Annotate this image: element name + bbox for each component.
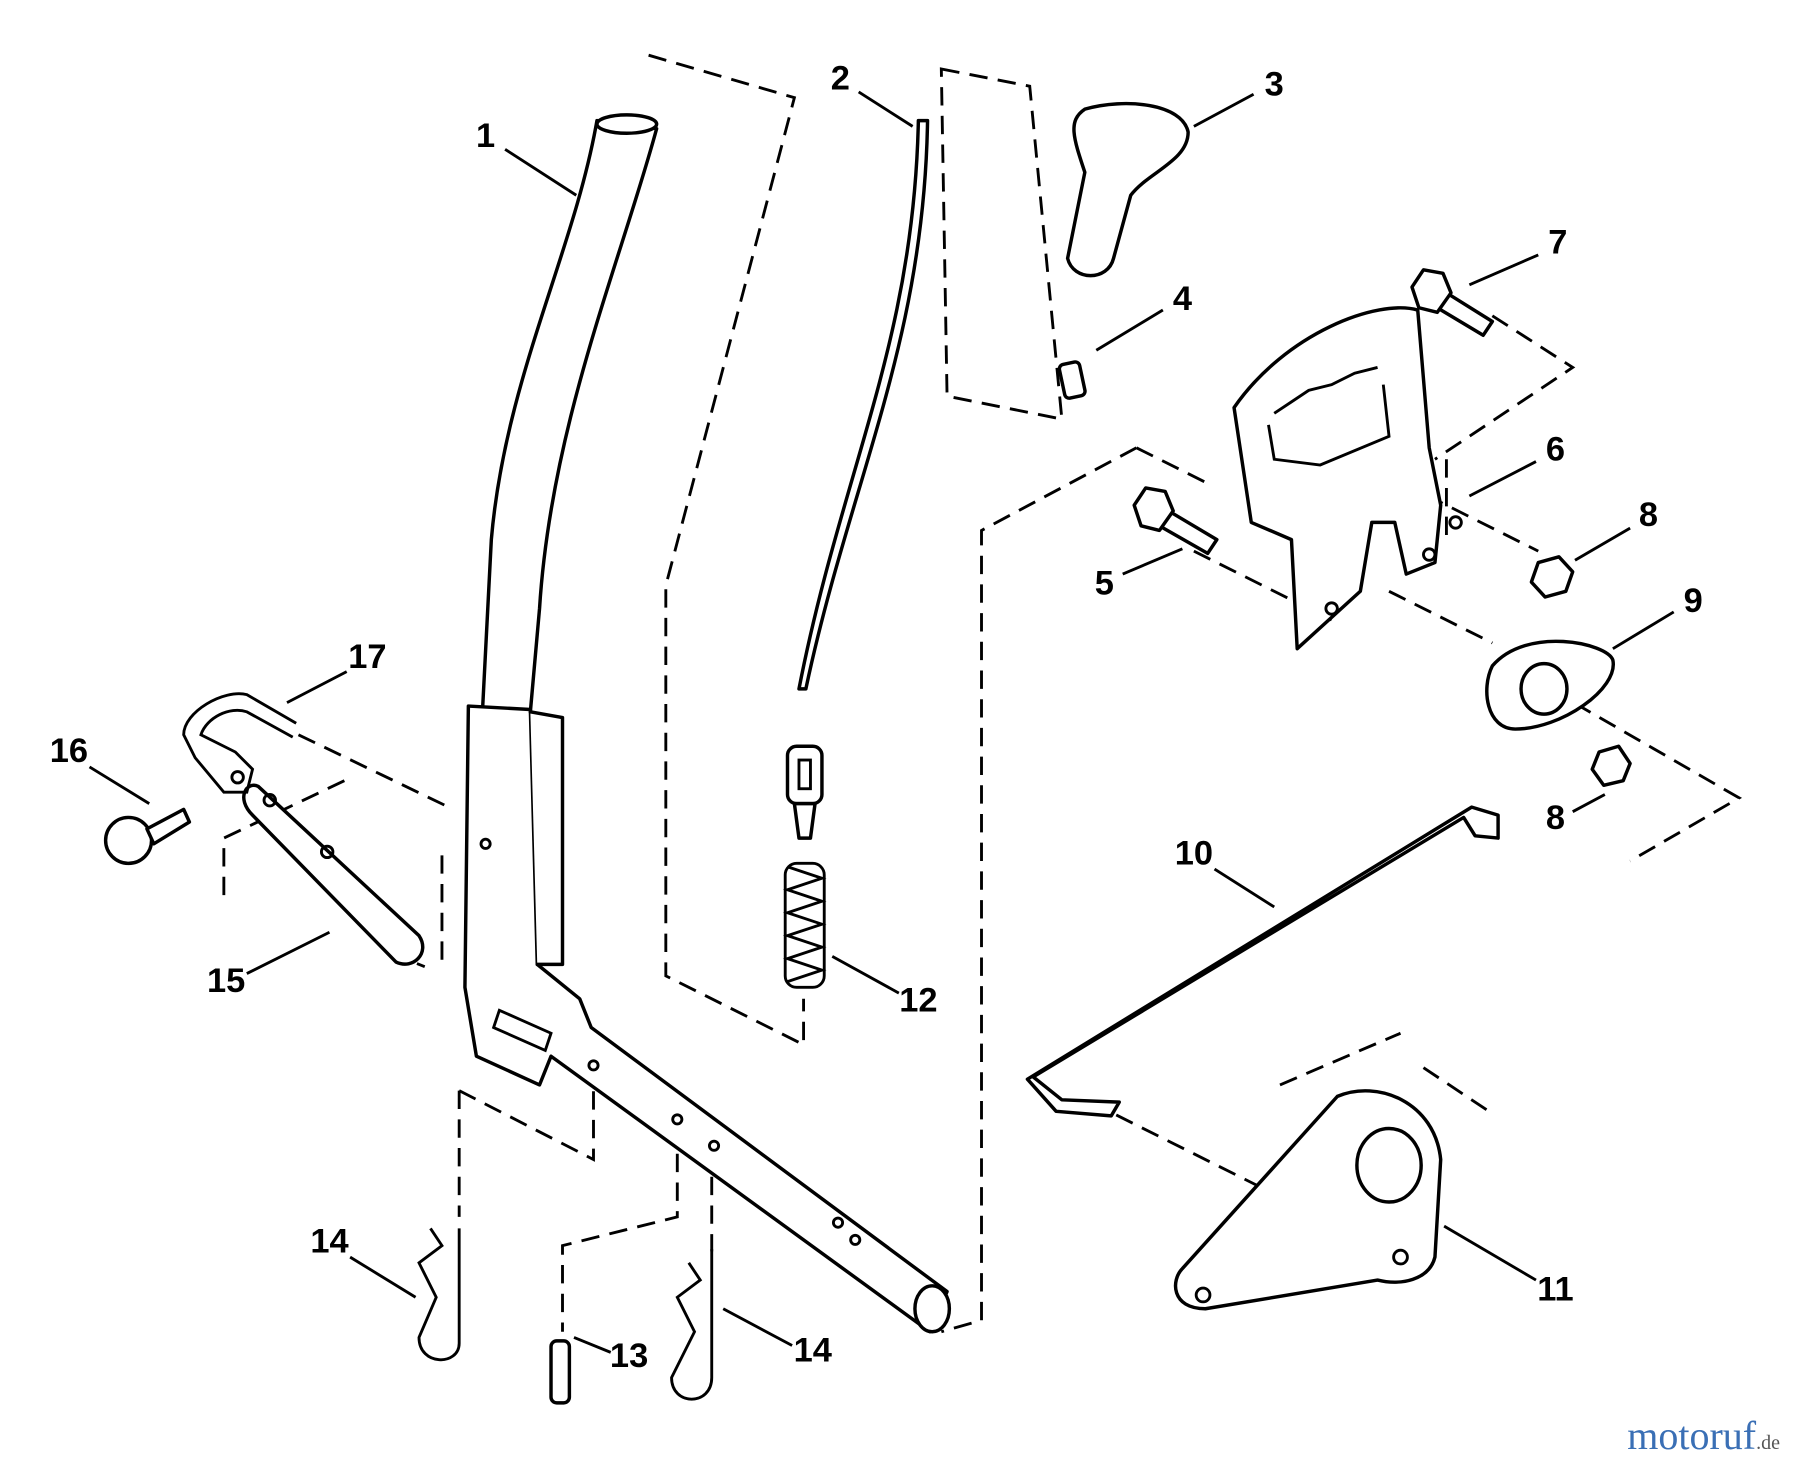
part-16-screw	[103, 807, 192, 866]
callout-2: 2	[831, 60, 850, 98]
part-11-plate	[1173, 1089, 1443, 1311]
part-15-link	[242, 783, 425, 966]
part-7-bolt	[1410, 268, 1495, 338]
part-9-flange-bearing	[1485, 639, 1615, 731]
part-14-hairpin-clip	[417, 1227, 461, 1362]
callout-7: 7	[1548, 224, 1567, 262]
callout-12: 12	[899, 981, 937, 1019]
part-2-control-rod	[785, 118, 930, 840]
part-14-hairpin-clip	[670, 1249, 714, 1401]
part-13-pin	[549, 1339, 572, 1405]
callout-8: 8	[1546, 799, 1565, 837]
part-17-u-bracket	[182, 692, 297, 794]
callout-4: 4	[1173, 280, 1192, 318]
callout-13: 13	[610, 1337, 648, 1375]
callout-14: 14	[310, 1222, 348, 1260]
watermark-tld: .de	[1756, 1432, 1780, 1454]
part-6-bracket	[1232, 306, 1463, 651]
part-10-rod	[1025, 805, 1500, 1118]
callout-14: 14	[794, 1331, 832, 1369]
assembly-lines	[222, 53, 1743, 1334]
part-12-spring	[782, 861, 827, 989]
callout-6: 6	[1546, 430, 1565, 468]
watermark-logo: motoruf.de	[1627, 1412, 1780, 1459]
callout-17: 17	[348, 638, 386, 676]
callouts: 1 2 3 4 5 6 7 8 8 9 10 11 12 13 14 14 15…	[50, 60, 1703, 1376]
part-1-shift-lever	[463, 113, 952, 1334]
part-5-bolt	[1132, 486, 1219, 556]
callout-15: 15	[207, 962, 245, 1000]
callout-9: 9	[1684, 582, 1703, 620]
part-8-nut	[1529, 555, 1575, 599]
callout-1: 1	[476, 117, 495, 155]
part-8-nut	[1590, 744, 1632, 788]
callout-8: 8	[1639, 496, 1658, 534]
watermark-brand: motoruf	[1627, 1413, 1757, 1458]
callout-5: 5	[1095, 565, 1114, 603]
callout-3: 3	[1265, 65, 1284, 103]
callout-16: 16	[50, 732, 88, 770]
leader-lines	[88, 90, 1675, 1354]
callout-10: 10	[1175, 834, 1213, 872]
callout-11: 11	[1537, 1271, 1573, 1309]
part-3-knob	[1065, 101, 1190, 278]
part-4-pin	[1057, 360, 1087, 400]
